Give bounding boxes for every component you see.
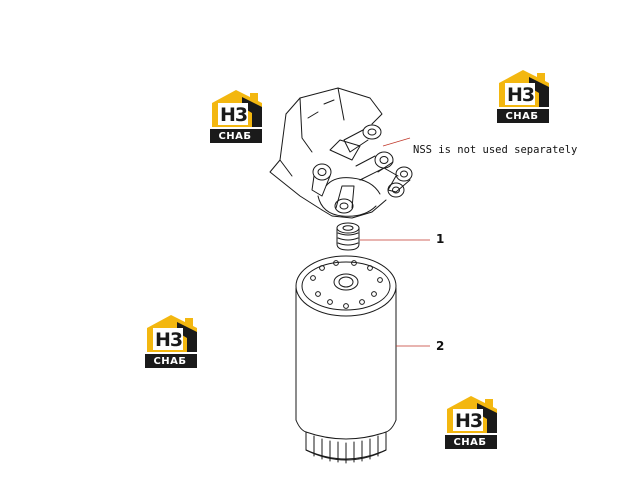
note-label: NSS is not used separately xyxy=(413,144,578,156)
house-logo-icon xyxy=(497,70,549,123)
house-logo-icon xyxy=(445,396,497,449)
logo-text-bottom: CHAБ xyxy=(505,111,539,122)
leader-note xyxy=(382,137,411,147)
logo-text-top: H3 xyxy=(455,410,483,432)
house-logo-icon xyxy=(210,90,262,143)
watermark-logo: H3 CHAБ xyxy=(206,87,268,147)
filter-cartridge xyxy=(295,255,397,464)
watermark-logo: H3 CHAБ xyxy=(441,393,503,453)
logo-text-bottom: CHAБ xyxy=(218,131,252,142)
logo-text-bottom: CHAБ xyxy=(153,356,187,367)
logo-text-bottom: CHAБ xyxy=(453,437,487,448)
callout-item-2: 2 xyxy=(436,339,445,353)
logo-text-top: H3 xyxy=(507,84,535,106)
fitting-nipple xyxy=(336,222,360,251)
watermark-logo: H3 CHAБ xyxy=(141,312,203,372)
callout-item-1: 1 xyxy=(436,232,445,246)
filter-head xyxy=(269,87,413,219)
house-logo-icon xyxy=(145,315,197,368)
logo-text-top: H3 xyxy=(155,329,183,351)
watermark-logo: H3 CHAБ xyxy=(493,67,555,127)
logo-text-top: H3 xyxy=(220,104,248,126)
